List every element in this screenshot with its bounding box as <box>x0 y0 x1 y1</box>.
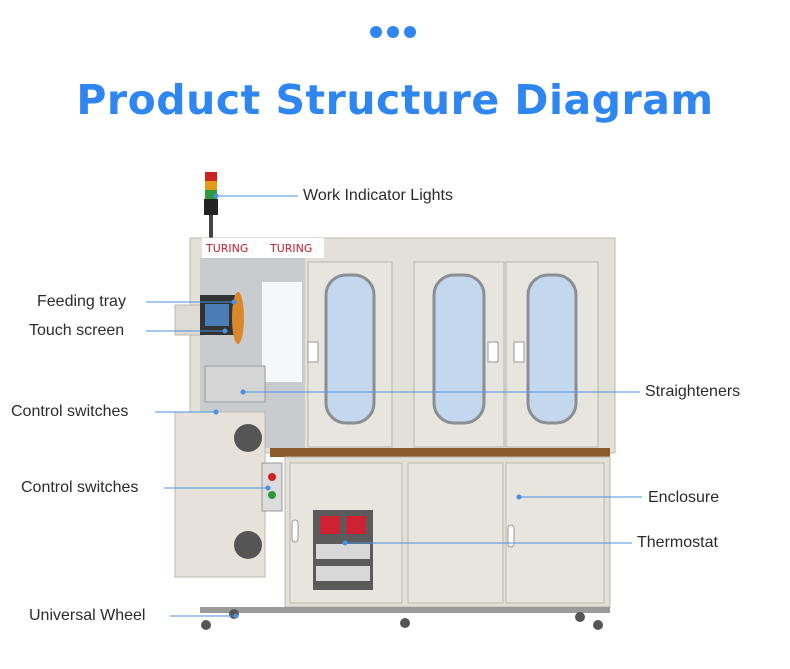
logo-text-2: TURING <box>269 242 312 255</box>
dot-3 <box>404 26 416 38</box>
callout-lines <box>146 193 642 619</box>
dot-2 <box>387 26 399 38</box>
label-straighteners: Straighteners <box>645 383 741 400</box>
label-control-switches-bottom: Control switches <box>21 479 139 496</box>
machine-cabinet: TURING TURING <box>174 237 616 630</box>
label-control-switches-top: Control switches <box>11 403 129 420</box>
label-work-indicator-lights: Work Indicator Lights <box>303 187 453 204</box>
logo-text-1: TURING <box>205 242 248 255</box>
label-universal-wheel: Universal Wheel <box>29 607 146 624</box>
page-title: Product Structure Diagram <box>76 76 714 124</box>
signal-tower <box>204 172 218 239</box>
label-thermostat: Thermostat <box>637 534 718 551</box>
label-touch-screen: Touch screen <box>29 322 125 339</box>
label-enclosure: Enclosure <box>648 489 720 506</box>
decorative-dots <box>370 26 416 38</box>
label-feeding-tray: Feeding tray <box>37 293 126 310</box>
dot-1 <box>370 26 382 38</box>
